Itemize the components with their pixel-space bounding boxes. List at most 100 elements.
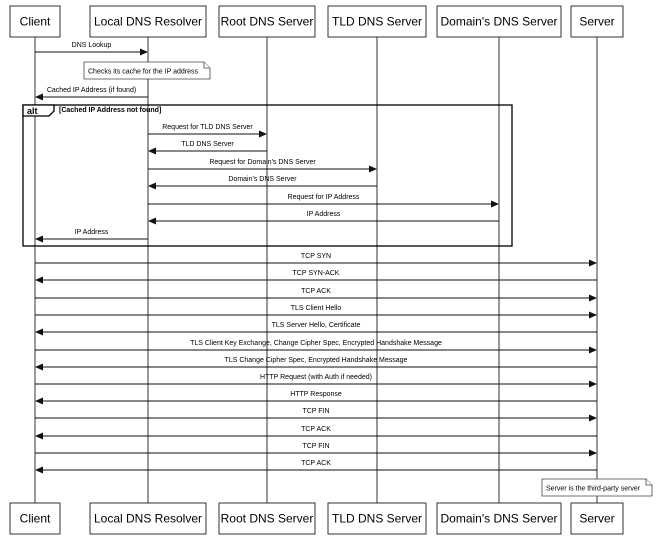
participant-label: Root DNS Server — [221, 15, 314, 29]
arrowhead-icon — [589, 294, 597, 302]
arrowhead-icon — [589, 346, 597, 354]
note-box — [541, 478, 653, 497]
note-text: Checks its cache for the IP address — [88, 69, 198, 76]
arrowhead-icon — [148, 147, 156, 155]
participant-top-root: Root DNS Server — [218, 5, 316, 38]
message-label: IP Address — [307, 211, 341, 218]
participant-top-resolver: Local DNS Resolver — [89, 5, 207, 38]
arrowhead-icon — [148, 217, 156, 225]
arrowhead-icon — [35, 328, 43, 336]
message-arrow: Request for Domain's DNS Server — [148, 159, 377, 173]
message-label: HTTP Request (with Auth if needed) — [260, 374, 372, 381]
message-label: TLD DNS Server — [181, 141, 234, 148]
participant-box — [89, 5, 207, 38]
arrowhead-icon — [35, 363, 43, 371]
participant-bottom-client: Client — [9, 502, 61, 535]
arrowhead-icon — [35, 432, 43, 440]
participant-bottom-root: Root DNS Server — [218, 502, 316, 535]
arrowhead-icon — [259, 130, 267, 138]
arrowhead-icon — [35, 276, 43, 284]
message-arrow: TLS Client Hello — [35, 305, 597, 319]
message-arrow: Request for IP Address — [148, 194, 499, 208]
participant-top-tld: TLD DNS Server — [327, 5, 427, 38]
participant-label: Local DNS Resolver — [94, 512, 202, 526]
participant-label: Domain's DNS Server — [441, 512, 558, 526]
arrowhead-icon — [35, 93, 43, 101]
participant-bottom-tld: TLD DNS Server — [327, 502, 427, 535]
participant-bottom-resolver: Local DNS Resolver — [89, 502, 207, 535]
alt-fragment-label: alt — [27, 106, 38, 116]
message-arrow: Request for TLD DNS Server — [148, 124, 267, 138]
arrowhead-icon — [35, 397, 43, 405]
participant-box — [436, 502, 562, 535]
note: Server is the third-party server — [541, 478, 653, 497]
alt-fragment-condition: [Cached IP Address not found] — [59, 107, 161, 114]
message-label: TCP ACK — [301, 288, 331, 295]
message-arrow: TLS Change Cipher Spec, Encrypted Handsh… — [35, 357, 597, 371]
alt-fragment-tag — [22, 104, 55, 117]
message-label: IP Address — [75, 229, 109, 236]
participant-box — [570, 502, 624, 535]
participant-label: Server — [579, 15, 614, 29]
participant-bottom-server: Server — [570, 502, 624, 535]
message-label: TLS Server Hello, Certificate — [272, 322, 361, 329]
participant-box — [436, 5, 562, 38]
message-label: Cached IP Address (if found) — [47, 87, 136, 94]
participant-bottom-domain: Domain's DNS Server — [436, 502, 562, 535]
note-text: Server is the third-party server — [546, 486, 641, 493]
message-label: TCP SYN-ACK — [293, 270, 340, 277]
message-arrow: Domain's DNS Server — [148, 176, 377, 190]
participant-label: TLD DNS Server — [332, 512, 422, 526]
participant-label: Client — [20, 512, 51, 526]
note: Checks its cache for the IP address — [83, 61, 211, 80]
alt-fragment: alt [Cached IP Address not found] — [22, 104, 513, 247]
message-label: TCP ACK — [301, 426, 331, 433]
arrowhead-icon — [140, 48, 148, 56]
arrowhead-icon — [589, 259, 597, 267]
message-label: TCP SYN — [301, 253, 331, 260]
message-label: HTTP Response — [290, 391, 342, 398]
message-label: TLS Client Hello — [291, 305, 342, 312]
participant-top-server: Server — [570, 5, 624, 38]
message-arrow: HTTP Request (with Auth if needed) — [35, 374, 597, 388]
message-label: Request for TLD DNS Server — [162, 124, 253, 131]
participant-top-domain: Domain's DNS Server — [436, 5, 562, 38]
participant-label: TLD DNS Server — [332, 15, 422, 29]
message-label: DNS Lookup — [72, 42, 112, 49]
participant-box — [570, 5, 624, 38]
message-arrow: DNS Lookup — [35, 42, 148, 56]
arrowhead-icon — [491, 200, 499, 208]
message-arrow: TLS Server Hello, Certificate — [35, 322, 597, 336]
message-arrow: IP Address — [148, 211, 499, 225]
participant-label: Domain's DNS Server — [441, 15, 558, 29]
participant-box — [218, 502, 316, 535]
message-arrow: Cached IP Address (if found) — [35, 87, 148, 101]
arrowhead-icon — [589, 414, 597, 422]
arrowhead-icon — [35, 235, 43, 243]
message-arrow: TCP SYN — [35, 253, 597, 267]
message-arrow: TCP FIN — [35, 408, 597, 422]
arrowhead-icon — [589, 311, 597, 319]
participant-box — [9, 5, 61, 38]
arrowhead-icon — [589, 380, 597, 388]
message-arrow: TCP ACK — [35, 460, 597, 474]
message-label: Request for Domain's DNS Server — [209, 159, 316, 166]
message-arrow: IP Address — [35, 229, 148, 243]
participant-label: Local DNS Resolver — [94, 15, 202, 29]
message-arrow: TLD DNS Server — [148, 141, 267, 155]
message-label: TLS Change Cipher Spec, Encrypted Handsh… — [225, 357, 408, 364]
message-label: Request for IP Address — [288, 194, 360, 201]
message-arrow: TCP ACK — [35, 426, 597, 440]
participant-top-client: Client — [9, 5, 61, 38]
note-fold-icon — [645, 479, 652, 486]
message-label: TCP FIN — [302, 408, 329, 415]
message-arrow: TCP FIN — [35, 443, 597, 457]
participant-label: Server — [579, 512, 614, 526]
message-arrow: TLS Client Key Exchange, Change Cipher S… — [35, 340, 597, 354]
participant-box — [9, 502, 61, 535]
participant-label: Root DNS Server — [221, 512, 314, 526]
participant-box — [327, 5, 427, 38]
message-arrow: TCP SYN-ACK — [35, 270, 597, 284]
participant-box — [89, 502, 207, 535]
